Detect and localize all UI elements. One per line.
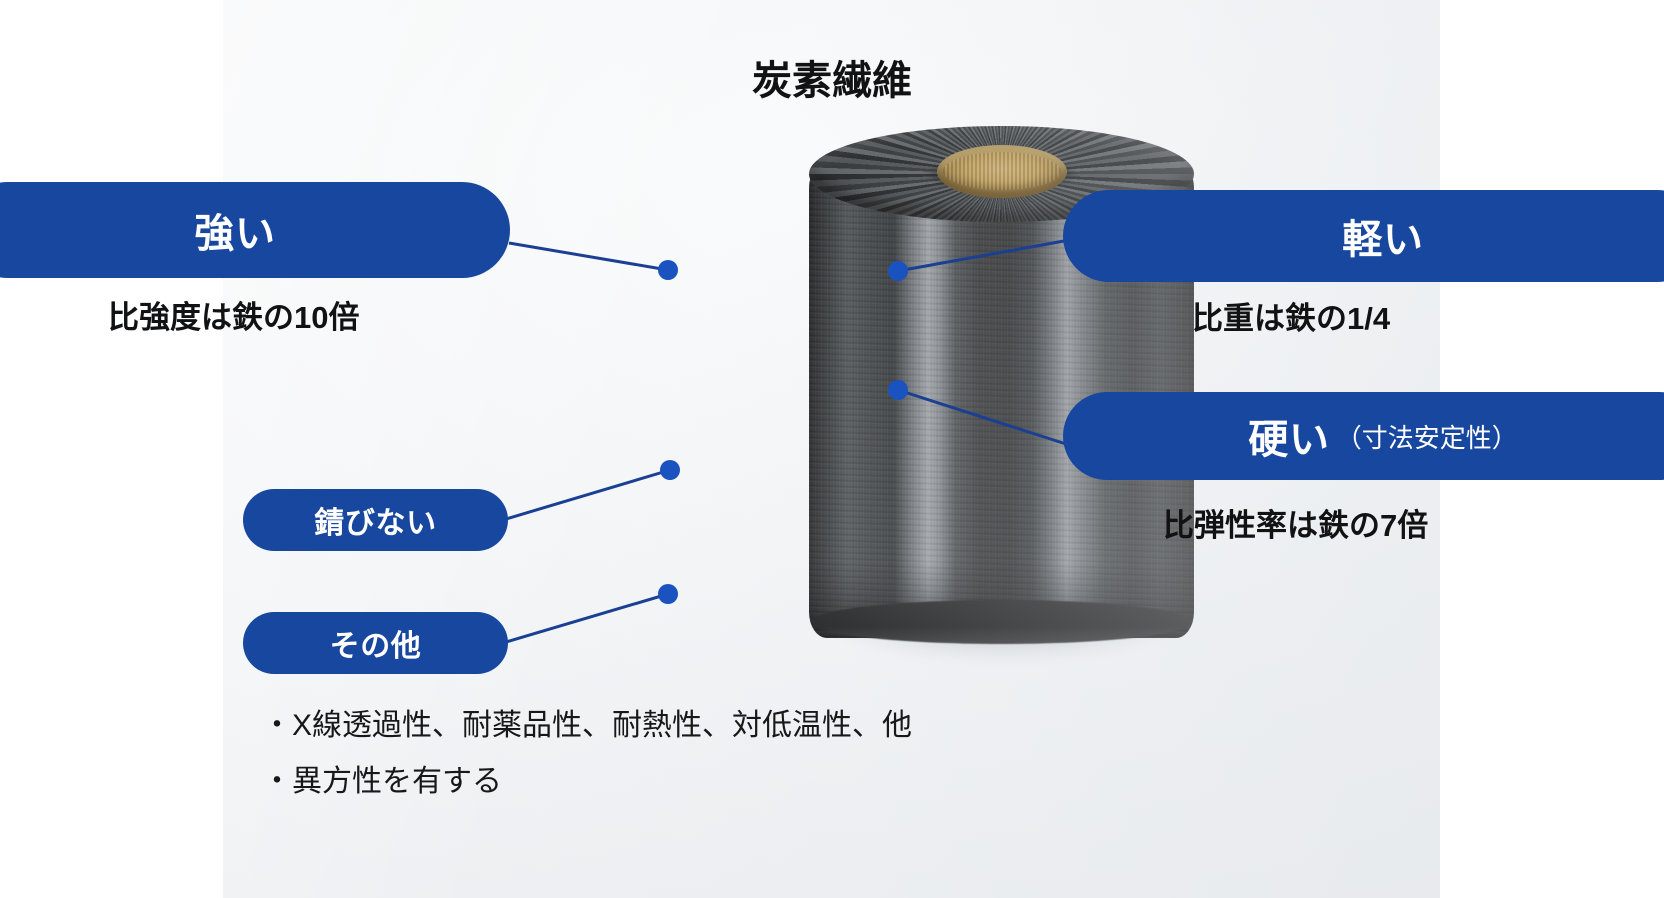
feature-pill-other[interactable]: その他: [243, 612, 508, 674]
feature-pill-strong[interactable]: 強い: [0, 182, 510, 278]
feature-pill-hard-label: 硬い: [1248, 418, 1330, 462]
feature-pill-hard[interactable]: 硬い （寸法安定性）: [1063, 392, 1664, 480]
feature-pill-light[interactable]: 軽い: [1063, 190, 1664, 282]
feature-pill-other-label: その他: [329, 630, 422, 663]
spool-shadow: [769, 566, 1239, 676]
feature-pill-rust[interactable]: 錆びない: [243, 489, 508, 551]
list-item: ・X線透過性、耐薬品性、耐熱性、対低温性、他: [262, 709, 913, 742]
spool-paper-core: [937, 145, 1067, 198]
feature-caption-light: 比重は鉄の1/4: [1192, 301, 1391, 336]
feature-caption-strong: 比強度は鉄の10倍: [108, 300, 360, 335]
feature-pill-rust-label: 錆びない: [314, 507, 437, 540]
list-item: ・異方性を有する: [262, 764, 502, 798]
feature-pill-hard-sublabel: （寸法安定性）: [1335, 422, 1518, 453]
other-properties-list: ・X線透過性、耐薬品性、耐熱性、対低温性、他 ・異方性を有する: [262, 698, 912, 809]
feature-pill-light-label: 軽い: [1342, 218, 1424, 262]
spool-bottom-rim: [811, 600, 1192, 644]
page-title: 炭素繊維: [752, 59, 912, 103]
feature-caption-hard: 比弾性率は鉄の7倍: [1163, 508, 1429, 543]
feature-pill-strong-label: 強い: [194, 212, 276, 256]
